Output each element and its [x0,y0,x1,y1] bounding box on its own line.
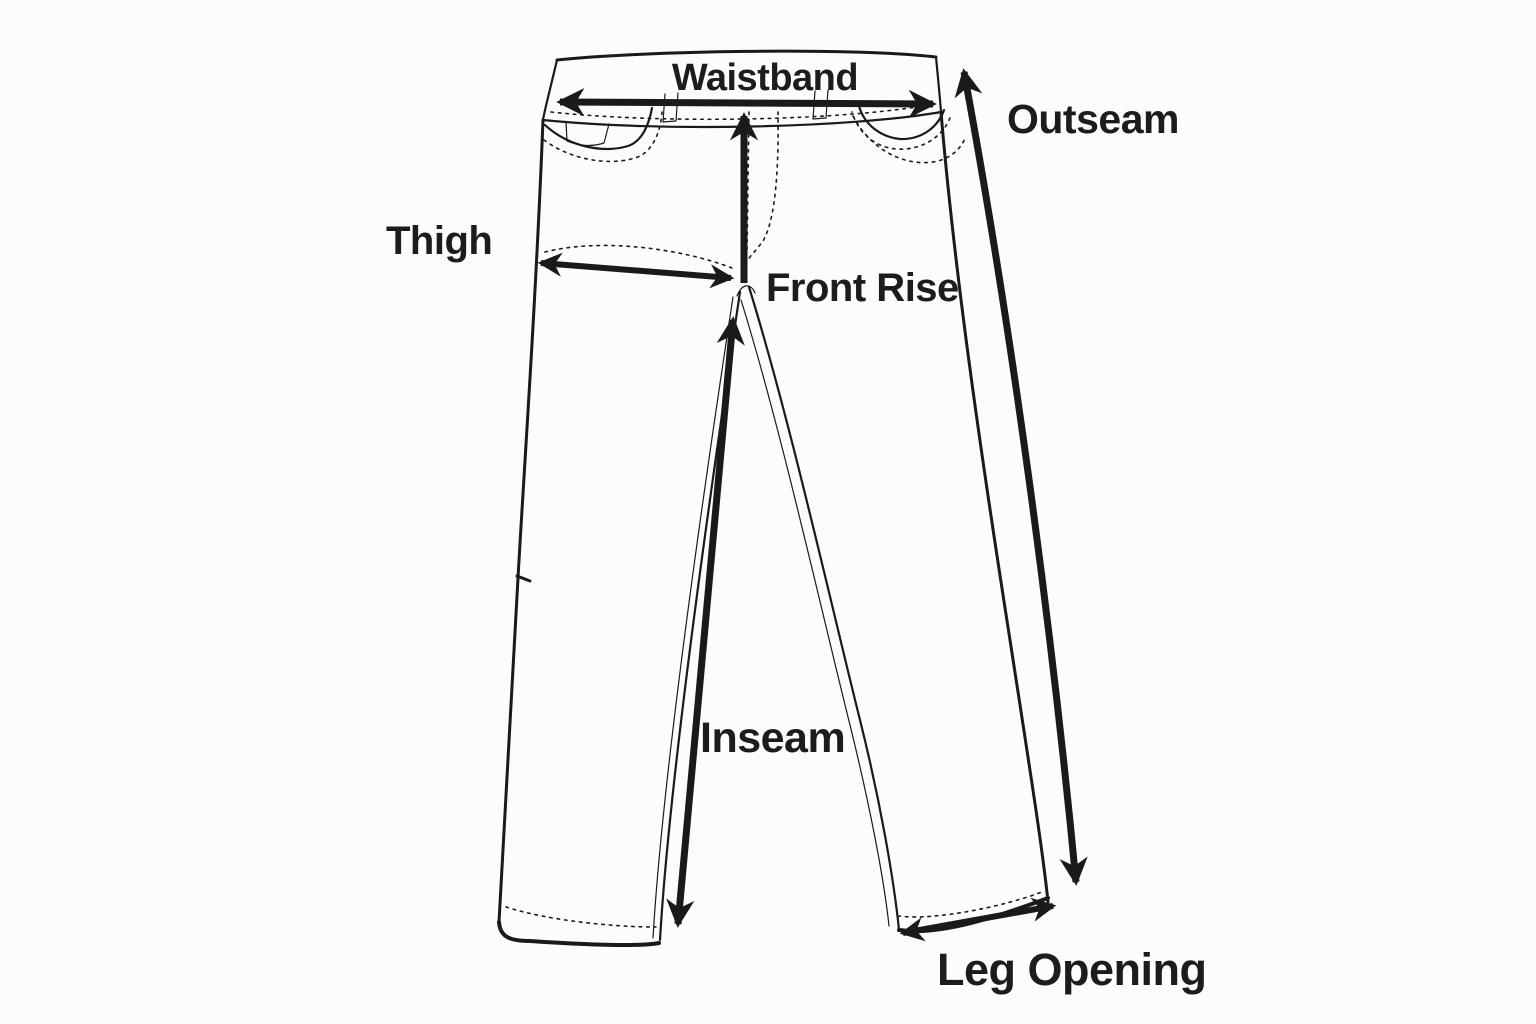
left-hem [497,920,661,947]
seam-notch [515,574,532,583]
left-outer-seam [497,118,545,924]
fly-j-stitch-dotted [745,111,779,264]
thigh-arrow [537,252,735,289]
waistband-label: Waistband [672,57,858,99]
right-hem [897,896,1050,934]
inseam-arrow [666,316,745,928]
leg-opening-label: Leg Opening [937,944,1207,995]
waistband-top-edge [555,49,938,62]
jeans-illustration [497,49,1050,947]
right-inner-seam-stitch [740,299,890,927]
thigh-label: Thigh [386,219,492,263]
waistband-right-edge [934,55,943,114]
left-pocket-curve [543,106,654,150]
outseam-label: Outseam [1007,96,1179,142]
measurement-arrows [537,68,1088,942]
left-hem-stitch-dotted [505,906,657,928]
measurement-labels: Waistband Outseam Thigh Front Rise Insea… [386,57,1207,995]
crotch-seam [736,285,756,297]
waistband-left-edge [541,58,559,122]
right-pocket-curve [857,104,946,141]
left-pocket-stitch-dotted [543,111,663,163]
right-inner-seam [747,285,901,932]
front-rise-label: Front Rise [766,266,959,310]
leg-opening-arrow [899,897,1057,942]
outseam-arrow [954,68,1088,886]
coin-pocket [565,121,610,147]
waistband-arrow [556,88,937,118]
inseam-label: Inseam [700,714,845,762]
